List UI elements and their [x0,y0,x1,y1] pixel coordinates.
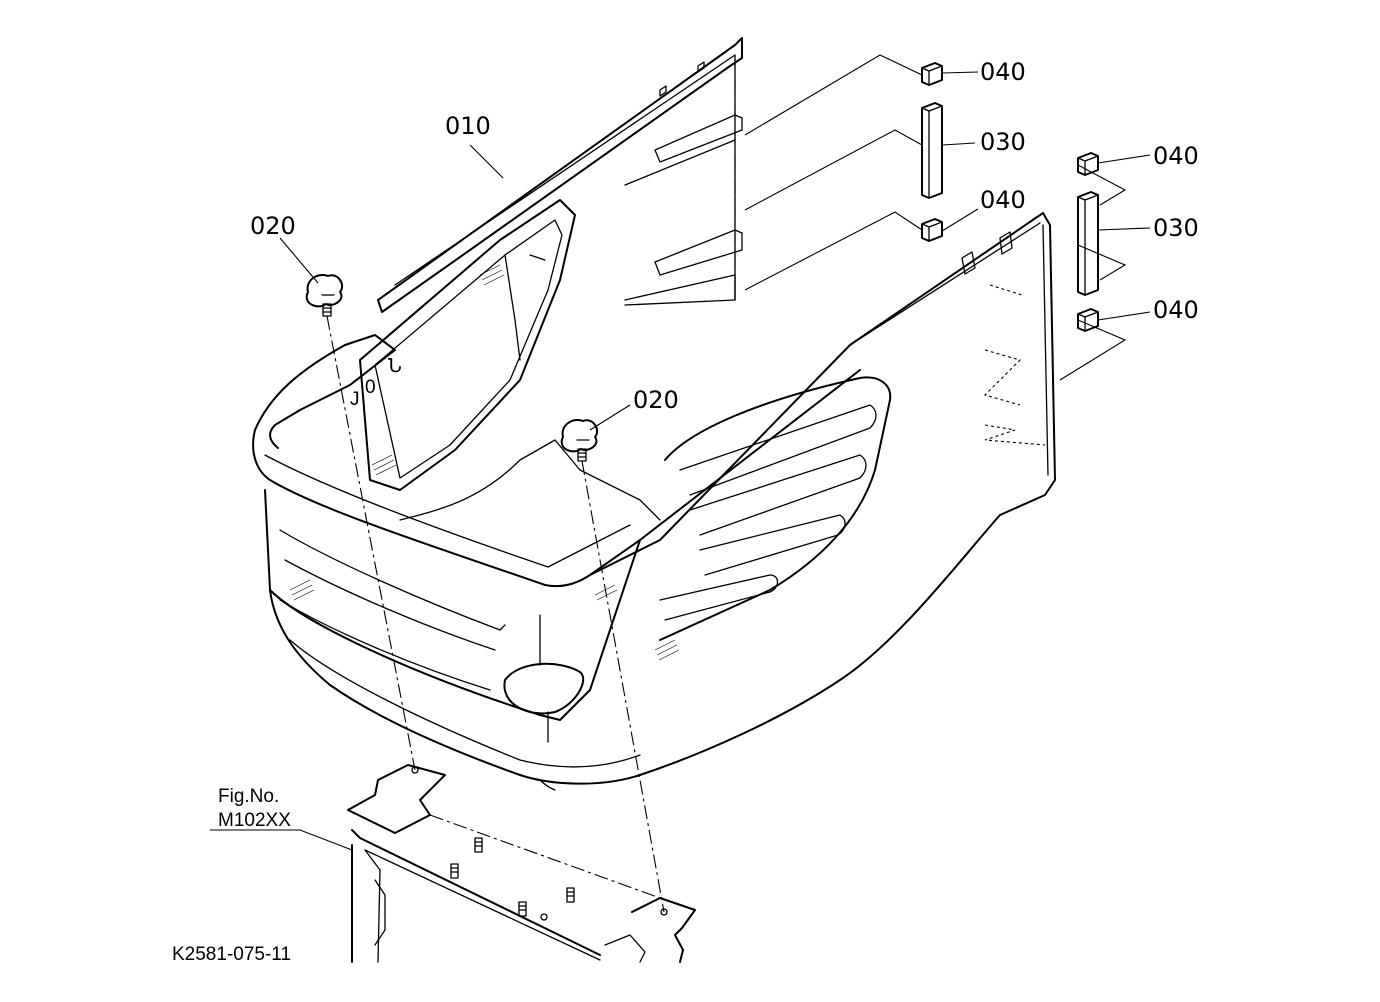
part-labels: 010 020 020 030 030 040 040 040 040 Fig.… [172,58,1199,965]
pad-label-3: 040 [1153,142,1199,170]
pad-4 [1077,308,1099,332]
strip-label-upper: 030 [980,128,1026,156]
pad-1 [921,62,943,86]
strip-label-lower: 030 [1153,214,1199,242]
strip-lower [1077,191,1099,296]
pad-2 [921,218,943,242]
hood-label: 010 [445,112,491,140]
knob-left [305,274,344,317]
drawing-code: K2581-075-11 [172,944,291,965]
strip-upper [921,102,943,199]
pad-3 [1077,152,1099,176]
pad-label-1: 040 [980,58,1026,86]
fig-number: M102XX [218,810,291,831]
mounting-frame [347,764,696,963]
hood-assembly: J 0 Ն [252,37,1056,791]
fig-prefix: Fig.No. [218,786,279,807]
pad-label-4: 040 [1153,296,1199,324]
hood-mark-u: Ն [388,356,402,377]
assembly-lines [326,55,1046,913]
knob-right [560,419,599,462]
hood-mark-j: J [350,389,360,410]
knob-label-right: 020 [633,386,679,414]
hood-mark-0: 0 [365,377,376,398]
leader-lines [210,54,1151,851]
pad-label-2: 040 [980,186,1026,214]
knob-label-left: 020 [250,212,296,240]
